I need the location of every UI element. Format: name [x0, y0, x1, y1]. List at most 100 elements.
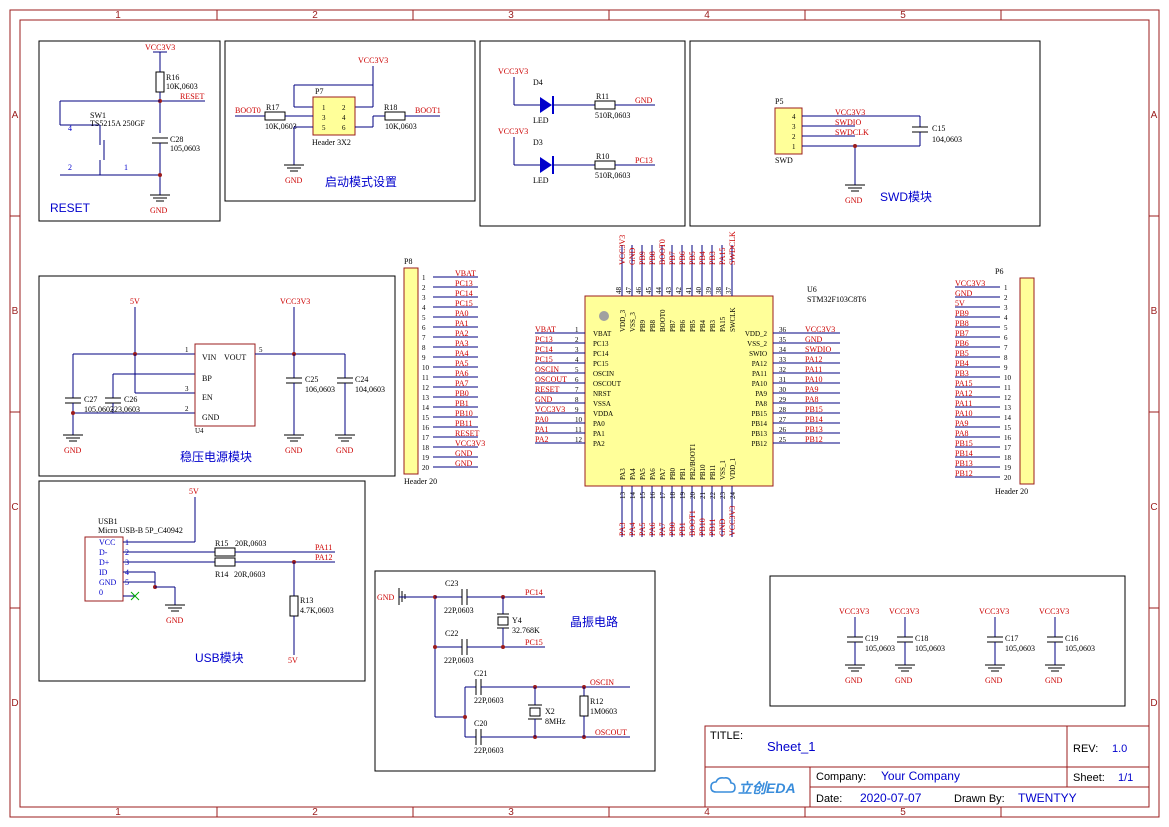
usb-pa12-label: PA12 — [315, 553, 333, 562]
u6-top-net: SWDCLK — [728, 231, 737, 265]
r14-resistor — [214, 557, 236, 567]
ruler-row-b-r: B — [1151, 306, 1158, 317]
power-vcc-label: VCC3V3 — [280, 297, 310, 306]
xtal-pc15-label: PC15 — [525, 638, 543, 647]
u6-left-net: RESET — [535, 385, 560, 394]
p6-pin-number: 4 — [1004, 314, 1008, 322]
u6-left-net: PA2 — [535, 435, 549, 444]
boot-block-title: 启动模式设置 — [325, 175, 397, 189]
r13-value: 4.7K,0603 — [300, 606, 334, 615]
ruler-col-2b: 2 — [312, 807, 318, 818]
u6-left-pin-number: 6 — [575, 376, 579, 384]
usb-block-title: USB模块 — [195, 651, 244, 665]
p6-pin-net: GND — [955, 289, 973, 298]
u6-top-net: PB7 — [668, 251, 677, 265]
ruler-col-1: 1 — [115, 10, 121, 21]
xtal-pc14-label: PC14 — [525, 588, 543, 597]
u6-top-pin-number: 43 — [665, 287, 673, 295]
p6-pin-number: 14 — [1004, 414, 1012, 422]
r15-value: 20R,0603 — [235, 539, 266, 548]
date-label: Date: — [816, 793, 842, 805]
c26-ref: C26 — [124, 395, 137, 404]
p8-pin-number: 9 — [422, 354, 426, 362]
ruler-row-a-r: A — [1151, 110, 1158, 121]
u6-top-pin-number: 44 — [655, 287, 663, 295]
r13-ref: R13 — [300, 596, 313, 605]
u6-bottom-pin-name: PB0 — [669, 467, 677, 480]
rev-value: 1.0 — [1112, 743, 1127, 755]
d3-ref: D3 — [533, 138, 543, 147]
u6-left-pin-number: 12 — [575, 436, 583, 444]
c21-ref: C21 — [474, 669, 487, 678]
r12-value: 1M0603 — [590, 707, 617, 716]
u6-right-pin-name: PB12 — [751, 440, 767, 448]
u6-top-pin-number: 42 — [675, 287, 683, 295]
p6-pin-number: 18 — [1004, 454, 1012, 462]
u6-right-net: SWDIO — [805, 345, 831, 354]
c25-ref: C25 — [305, 375, 318, 384]
p8-pin-number: 17 — [422, 434, 430, 442]
p8-pin-number: 1 — [422, 274, 426, 282]
u6-right-pin-number: 25 — [779, 436, 787, 444]
c15-ref: C15 — [932, 124, 945, 133]
u6-bottom-pin-number: 20 — [689, 492, 697, 500]
u4-vin: VIN — [202, 353, 216, 362]
decoup-cap-ref: C17 — [1005, 634, 1018, 643]
u6-bottom-net: PA7 — [658, 523, 667, 537]
svg-text:1: 1 — [185, 346, 189, 354]
company-label: Company: — [816, 771, 866, 783]
c20-ref: C20 — [474, 719, 487, 728]
boot0-label: BOOT0 — [235, 106, 261, 115]
power-gnd-label-2: GND — [285, 446, 303, 455]
u6-bottom-net: PB10 — [698, 518, 707, 536]
u6-left-pin-name: PC15 — [593, 360, 609, 368]
u6-bottom-pin-number: 13 — [619, 492, 627, 500]
led-block: VCC3V3 D4 LED R11 510R,0603 GND VCC3V3 D… — [479, 40, 686, 227]
p6-header: P6 1VCC3V32GND35V4PB95PB86PB77PB68PB59PB… — [955, 267, 1035, 496]
p8-pin-net: GND — [455, 449, 473, 458]
d3-value: LED — [533, 176, 549, 185]
reset-block: VCC3V3 R16 10K,0603 RESET SW1 TS5215A 25… — [38, 40, 221, 222]
sheet-title: Sheet_1 — [767, 739, 815, 754]
drawn-label: Drawn By: — [954, 793, 1005, 805]
p6-pin-net: PB5 — [955, 349, 969, 358]
ruler-col-3: 3 — [508, 10, 514, 21]
company-value: Your Company — [881, 769, 960, 783]
c22-value: 22P,0603 — [444, 656, 474, 665]
xtal-oscout-label: OSCOUT — [595, 728, 627, 737]
p6-pin-number: 17 — [1004, 444, 1012, 452]
u6-bottom-pin-number: 23 — [719, 492, 727, 500]
u4-en: EN — [202, 393, 213, 402]
u6-left-pin-name: PA0 — [593, 420, 605, 428]
c23-value: 22P,0603 — [444, 606, 474, 615]
decoup-cap-ref: C19 — [865, 634, 878, 643]
u4-ref: U4 — [195, 427, 204, 435]
p8-pin-number: 19 — [422, 454, 430, 462]
u6-left-pin-number: 11 — [575, 426, 582, 434]
u6-right-net: VCC3V3 — [805, 325, 835, 334]
p8-pin-number: 12 — [422, 384, 430, 392]
u6-right-pin-number: 33 — [779, 356, 787, 364]
u6-left-net: VBAT — [535, 325, 556, 334]
p8-pin-net: PA0 — [455, 309, 469, 318]
p8-pin-number: 3 — [422, 294, 426, 302]
xtal-gnd-label: GND — [377, 593, 395, 602]
u6-left-pin-number: 3 — [575, 346, 579, 354]
u6-left-pin-number: 7 — [575, 386, 579, 394]
u6-bottom-pin-name: PA5 — [639, 468, 647, 480]
r12-resistor — [579, 695, 589, 717]
u6-right-pin-number: 34 — [779, 346, 787, 354]
usb-pin-name: ID — [99, 568, 108, 577]
u6-top-net: PB9 — [638, 251, 647, 265]
decoup-cap-value: 105,0603 — [915, 644, 945, 653]
y4-value: 32.768K — [512, 626, 540, 635]
u6-right-pin-name: VSS_2 — [747, 340, 767, 348]
p6-pin-net: PA10 — [955, 409, 973, 418]
u6-bottom-pin-name: PB2/BOOT1 — [689, 443, 697, 480]
p8-pin-number: 7 — [422, 334, 426, 342]
u6-left-pin-name: PA2 — [593, 440, 605, 448]
u6-top-pin-number: 37 — [725, 287, 733, 295]
decoup-vcc-label: VCC3V3 — [889, 607, 919, 616]
r10-ref: R10 — [596, 152, 609, 161]
u6-right-net: PB14 — [805, 415, 823, 424]
